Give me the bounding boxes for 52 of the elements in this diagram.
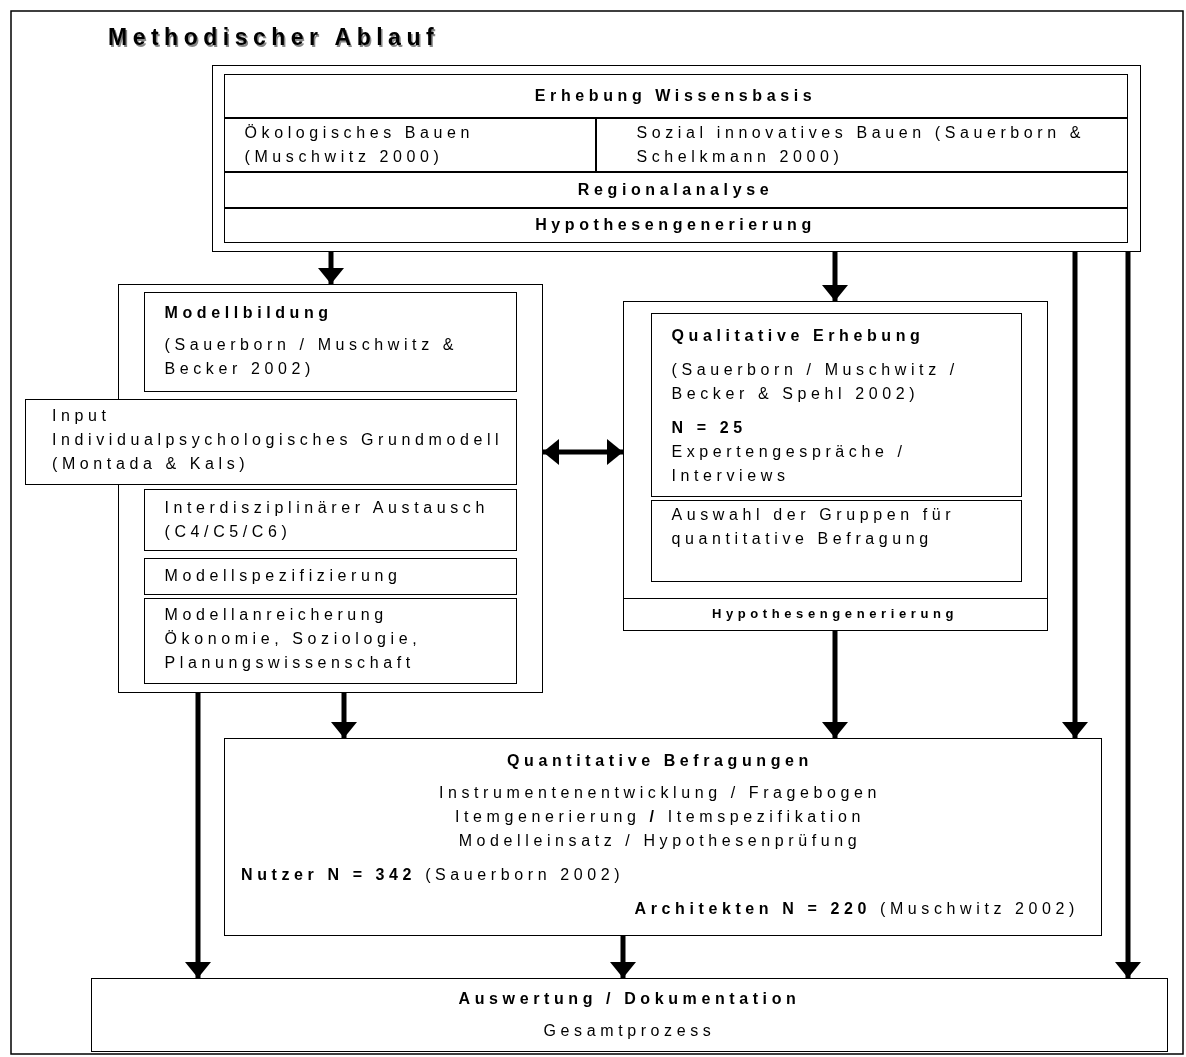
process-box: [143, 488, 517, 551]
arrow: [318, 252, 344, 284]
arrow: [543, 439, 623, 465]
box-heading: Erhebung Wissensbasis: [533, 85, 818, 106]
arrow: [1115, 252, 1141, 978]
box-text: Individualpsychologisches Grundmodell (Montada & Kals): [52, 430, 505, 474]
box-text: N = 25: [671, 417, 748, 438]
arrow: [822, 631, 848, 738]
box-text: Instrumentenentwicklung / Fragebogen: [437, 783, 883, 803]
diagram-title: Methodischer Ablauf: [108, 24, 440, 51]
box-text: Architekten N = 220 (Muschwitz 2002): [633, 899, 1079, 919]
box-heading: Quantitative Befragungen: [506, 751, 814, 771]
process-box: [223, 207, 1128, 243]
box-heading: Hypothesengenerierung: [710, 605, 960, 624]
box-text: Interdisziplinärer Austausch (C4/C5/C6): [164, 497, 490, 542]
box-text: Modellanreicherung Ökonomie, Soziologie, Planungswissenschaft: [164, 604, 423, 673]
arrow: [822, 252, 848, 301]
process-box: [595, 117, 1128, 172]
process-box: [650, 499, 1022, 582]
process-box: [143, 291, 517, 392]
section-frame: [212, 65, 1141, 252]
process-box: [224, 738, 1102, 936]
box-text: Expertengespräche / Interviews: [671, 441, 908, 486]
box-text: Gesamtprozess: [542, 1021, 717, 1041]
process-box: [223, 171, 1128, 208]
process-box: [143, 597, 517, 684]
process-box: [25, 399, 517, 485]
box-text: (Sauerborn / Muschwitz & Becker 2002): [164, 334, 460, 379]
arrow: [610, 936, 636, 978]
process-box: [143, 557, 517, 595]
box-text: (Sauerborn / Muschwitz / Becker & Spehl 2002): [671, 359, 960, 404]
box-text: Input: [52, 406, 112, 426]
box-text: Sozial innovatives Bauen (Sauerborn & Schelkmann 2000): [636, 122, 1087, 167]
arrow: [185, 693, 211, 978]
process-box: [223, 117, 596, 172]
box-heading: Regionalanalyse: [576, 179, 775, 200]
box-heading: Qualitative Erhebung: [671, 325, 926, 346]
box-text: Itemgenerierung / Itemspezifikation: [454, 807, 866, 827]
box-text: Ökologisches Bauen (Muschwitz 2000): [244, 122, 476, 167]
arrow: [331, 693, 357, 738]
group-frame: [623, 301, 1048, 631]
process-box: [223, 73, 1128, 118]
process-box: [91, 978, 1168, 1052]
box-heading: Hypothesengenerierung: [534, 215, 817, 235]
box-heading: Modellbildung: [164, 302, 334, 323]
box-text: Modelleinsatz / Hypothesenprüfung: [457, 831, 863, 851]
box-text: Modellspezifizierung: [164, 566, 403, 586]
box-heading: Auswertung / Dokumentation: [457, 989, 802, 1009]
arrow: [1062, 252, 1088, 738]
box-text: Auswahl der Gruppen für quantitative Befragung: [671, 504, 957, 549]
box-text: Nutzer N = 342 (Sauerborn 2002): [241, 865, 626, 885]
process-box: [650, 312, 1022, 497]
